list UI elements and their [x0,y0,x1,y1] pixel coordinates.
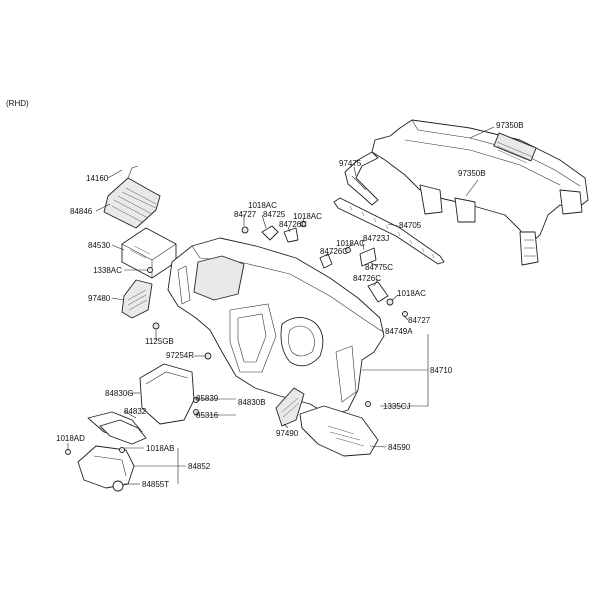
part-label: 1018AD [56,434,85,443]
part-label: 84846 [70,207,93,216]
part-label: 1335CJ [383,402,411,411]
part-label: 97350B [458,169,486,178]
fasteners [65,221,408,455]
leader-lines [67,126,495,485]
reinforcement-bar [333,197,445,265]
part-label: 97475 [339,159,362,168]
part-label: 1018AC [248,201,277,210]
part-label: 85316 [196,411,219,420]
part-label: 84749A [385,327,413,336]
part-label: 84726C [279,220,307,229]
part-label: 84590 [388,443,411,452]
part-label: 84726C [353,274,381,283]
part-label: 85839 [196,394,219,403]
part-label: 1125GB [145,337,174,346]
part-label: 84775C [365,263,393,272]
part-label: 84727 [234,210,257,219]
part-label: 97480 [88,294,111,303]
part-label: 84830B [238,398,266,407]
part-label: 84710 [430,366,453,375]
part-label: 84725 [263,210,286,219]
lower-crash-pad [87,411,147,445]
side-vent-left [121,279,153,319]
variant-label: (RHD) [6,99,29,108]
lower-side-panel [77,445,135,492]
glove-box-lid [139,363,195,425]
lower-cover [299,405,379,457]
part-labels: 97350B 97475 97350B 14160 84846 1018AC 8… [56,121,524,489]
part-label: 1338AC [93,266,122,275]
part-label: 1018AC [293,212,322,221]
part-label: 97350B [496,121,524,130]
part-label: 84852 [188,462,211,471]
dashboard-main-panel [167,237,385,417]
part-label: 84830G [105,389,133,398]
part-label: 84530 [88,241,111,250]
part-label: 84727 [408,316,431,325]
part-label: 14160 [86,174,109,183]
part-label: 97254R [166,351,194,360]
part-label: 1018AB [146,444,174,453]
part-label: 84723J [363,234,389,243]
part-label: 84726C [320,247,348,256]
speaker-grille [103,165,161,229]
part-label: 1018AC [397,289,426,298]
air-duct-assembly [344,119,589,266]
side-vent-right [275,387,305,427]
part-label: 84705 [399,221,422,230]
part-label: 97490 [276,429,299,438]
part-label: 1018AC [336,239,365,248]
part-label: 84832 [124,407,147,416]
part-label: 84855T [142,480,169,489]
